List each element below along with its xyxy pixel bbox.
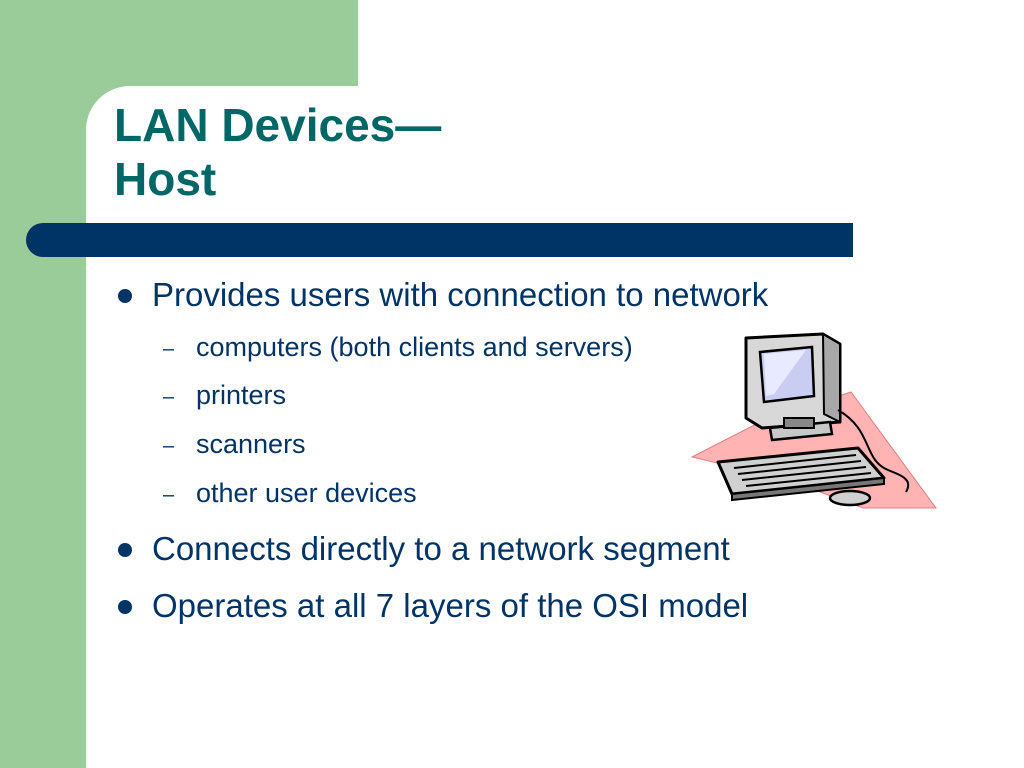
bullet-dot bbox=[118, 600, 132, 614]
sub-item-scanners: – scanners bbox=[163, 429, 306, 460]
dash-marker: – bbox=[163, 386, 175, 408]
computer-workstation-icon bbox=[690, 332, 937, 509]
sub-item-text: other user devices bbox=[196, 478, 417, 508]
sub-item-text: scanners bbox=[196, 429, 306, 459]
bullet-item-1: Provides users with connection to networ… bbox=[118, 276, 769, 314]
bullet-dot bbox=[118, 543, 132, 557]
dash-marker: – bbox=[163, 435, 175, 457]
bullet-item-2: Connects directly to a network segment bbox=[118, 530, 730, 568]
title-line-2: Host bbox=[114, 153, 217, 205]
dash-marker: – bbox=[163, 338, 175, 360]
bullet-dot bbox=[118, 289, 132, 303]
sub-item-computers: – computers (both clients and servers) bbox=[163, 332, 633, 363]
sub-item-text: computers (both clients and servers) bbox=[196, 332, 633, 362]
sub-item-printers: – printers bbox=[163, 380, 287, 411]
title-line-1: LAN Devices— bbox=[114, 99, 442, 151]
title-underline-bar bbox=[26, 223, 853, 257]
sub-item-text: printers bbox=[196, 380, 287, 410]
bullet-text: Provides users with connection to networ… bbox=[152, 276, 769, 313]
dash-marker: – bbox=[163, 484, 175, 506]
bullet-text: Operates at all 7 layers of the OSI mode… bbox=[152, 587, 749, 624]
bullet-item-3: Operates at all 7 layers of the OSI mode… bbox=[118, 587, 749, 625]
bullet-text: Connects directly to a network segment bbox=[152, 530, 730, 567]
slide-title: LAN Devices— Host bbox=[114, 98, 441, 206]
sub-item-other-devices: – other user devices bbox=[163, 478, 417, 509]
